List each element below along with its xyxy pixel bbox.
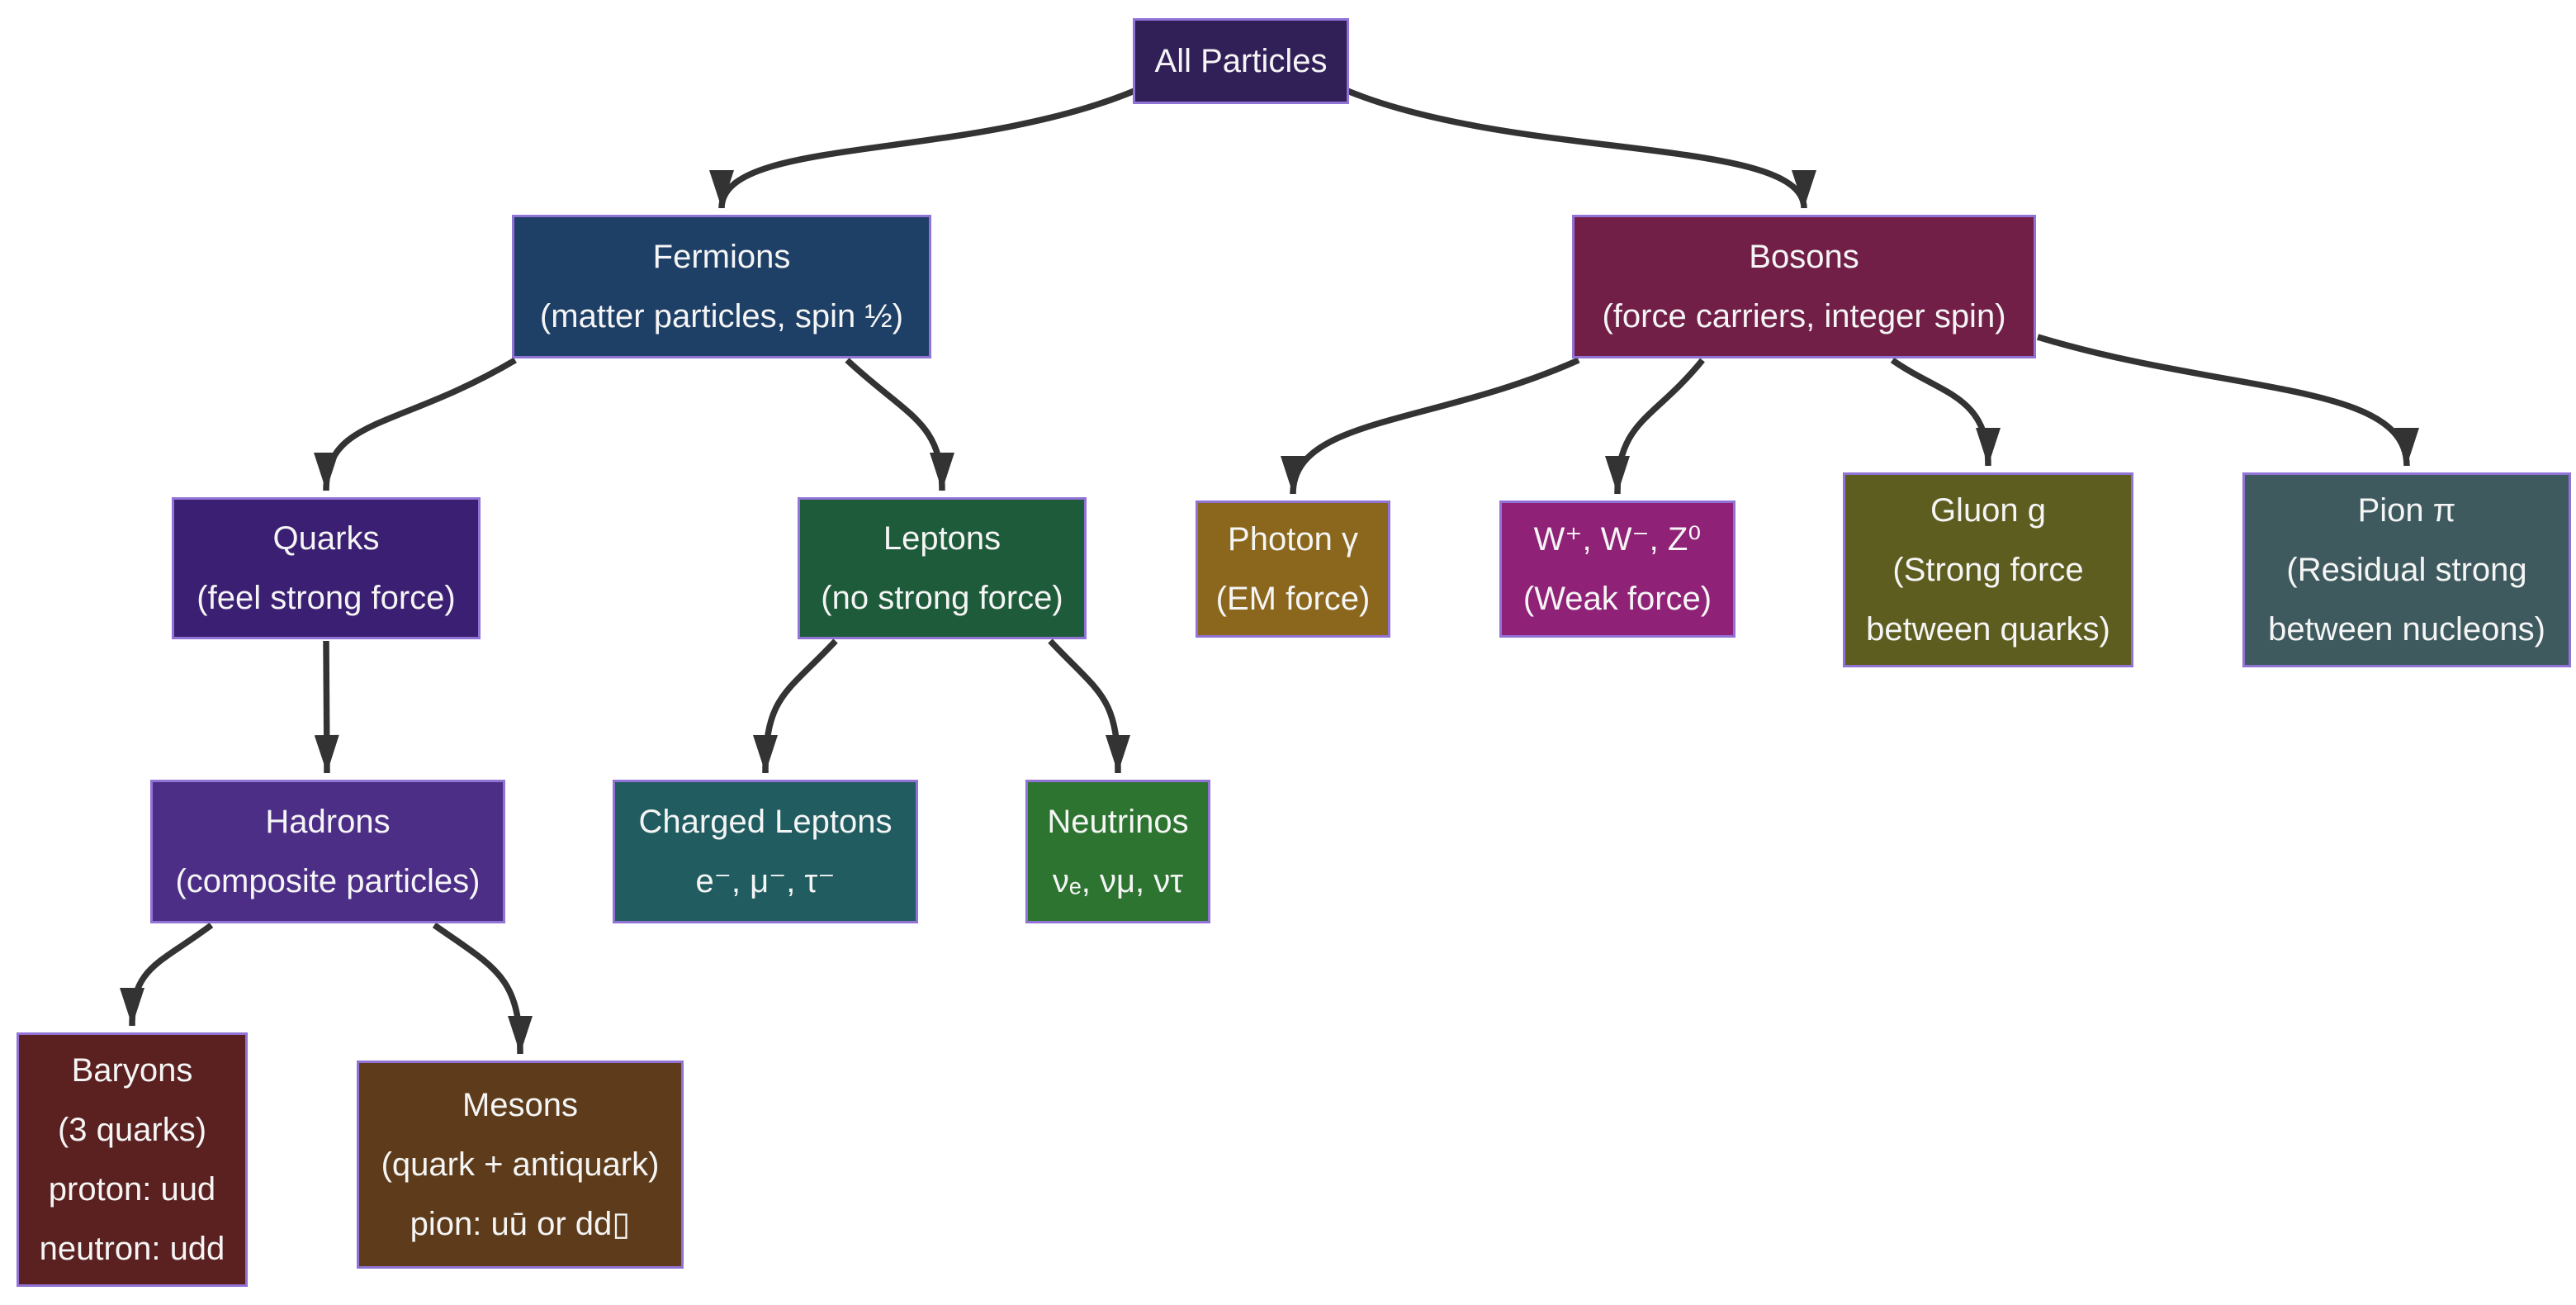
node-gluon: Gluon g (Strong force between quarks) [1843,472,2133,667]
node-pion: Pion π (Residual strong between nucleons… [2242,472,2571,667]
edge-fermions-leptons [845,358,954,491]
bosons-line-0: Bosons [1749,239,1859,275]
gluon-line-2: between quarks) [1866,611,2110,648]
node-photon: Photon γ (EM force) [1196,501,1390,638]
photon-line-0: Photon γ [1228,521,1358,558]
node-w-z-bosons: W⁺, W⁻, Z⁰ (Weak force) [1499,501,1735,638]
leptons-line-0: Leptons [883,520,1002,557]
gluon-line-0: Gluon g [1930,492,2047,529]
mesons-line-2: pion: uū or dd▯ [410,1206,631,1242]
node-leptons: Leptons (no strong force) [798,497,1087,639]
gluon-line-1: (Strong force [1892,552,2084,588]
charged-leptons-line-0: Charged Leptons [638,804,893,840]
baryons-line-0: Baryons [71,1052,193,1089]
hadrons-line-0: Hadrons [265,804,391,840]
fermions-line-0: Fermions [652,239,791,275]
node-neutrinos: Neutrinos νₑ, νμ, ντ [1025,780,1210,923]
mesons-line-0: Mesons [462,1087,579,1123]
node-fermions: Fermions (matter particles, spin ½) [512,215,931,358]
node-all-particles: All Particles [1133,18,1349,104]
baryons-line-2: proton: uud [48,1171,216,1208]
hadrons-line-1: (composite particles) [175,863,481,899]
node-mesons: Mesons (quark + antiquark) pion: uū or d… [357,1061,684,1269]
edge-all_particles-bosons [1346,88,1816,209]
neutrinos-line-1: νₑ, νμ, ντ [1052,863,1184,899]
quarks-line-0: Quarks [272,520,380,557]
node-charged-leptons: Charged Leptons e⁻, μ⁻, τ⁻ [613,780,918,923]
bosons-line-1: (force carriers, integer spin) [1602,298,2006,335]
node-hadrons: Hadrons (composite particles) [150,780,505,923]
edge-hadrons-mesons [432,922,533,1055]
pion-line-2: between nucleons) [2268,611,2545,648]
baryons-line-3: neutron: udd [39,1231,225,1267]
edge-all_particles-fermions [709,88,1136,209]
photon-line-1: (EM force) [1215,581,1371,617]
all-particles-line-0: All Particles [1154,43,1328,79]
quarks-line-1: (feel strong force) [197,580,456,616]
edge-hadrons-baryons [120,922,214,1027]
edge-bosons-w_z [1605,358,1705,495]
w-z-line-0: W⁺, W⁻, Z⁰ [1533,521,1702,558]
edge-bosons-gluon [1890,357,2001,467]
edge-quarks-hadrons [314,640,339,774]
mesons-line-1: (quark + antiquark) [381,1146,660,1183]
edge-leptons-neutrinos [1048,638,1130,774]
leptons-line-1: (no strong force) [821,580,1063,616]
baryons-line-1: (3 quarks) [57,1112,207,1148]
node-quarks: Quarks (feel strong force) [172,497,481,639]
node-bosons: Bosons (force carriers, integer spin) [1572,215,2036,358]
fermions-line-1: (matter particles, spin ½) [539,298,904,335]
edge-bosons-photon [1281,357,1580,495]
w-z-line-1: (Weak force) [1522,581,1712,617]
node-baryons: Baryons (3 quarks) proton: uud neutron: … [17,1032,248,1287]
edge-bosons-pion [2036,334,2419,467]
charged-leptons-line-1: e⁻, μ⁻, τ⁻ [695,863,836,899]
edge-fermions-quarks [314,357,517,491]
pion-line-1: (Residual strong [2286,552,2527,588]
pion-line-0: Pion π [2357,492,2456,529]
neutrinos-line-0: Neutrinos [1047,804,1189,840]
edge-leptons-charged_leptons [753,638,838,774]
